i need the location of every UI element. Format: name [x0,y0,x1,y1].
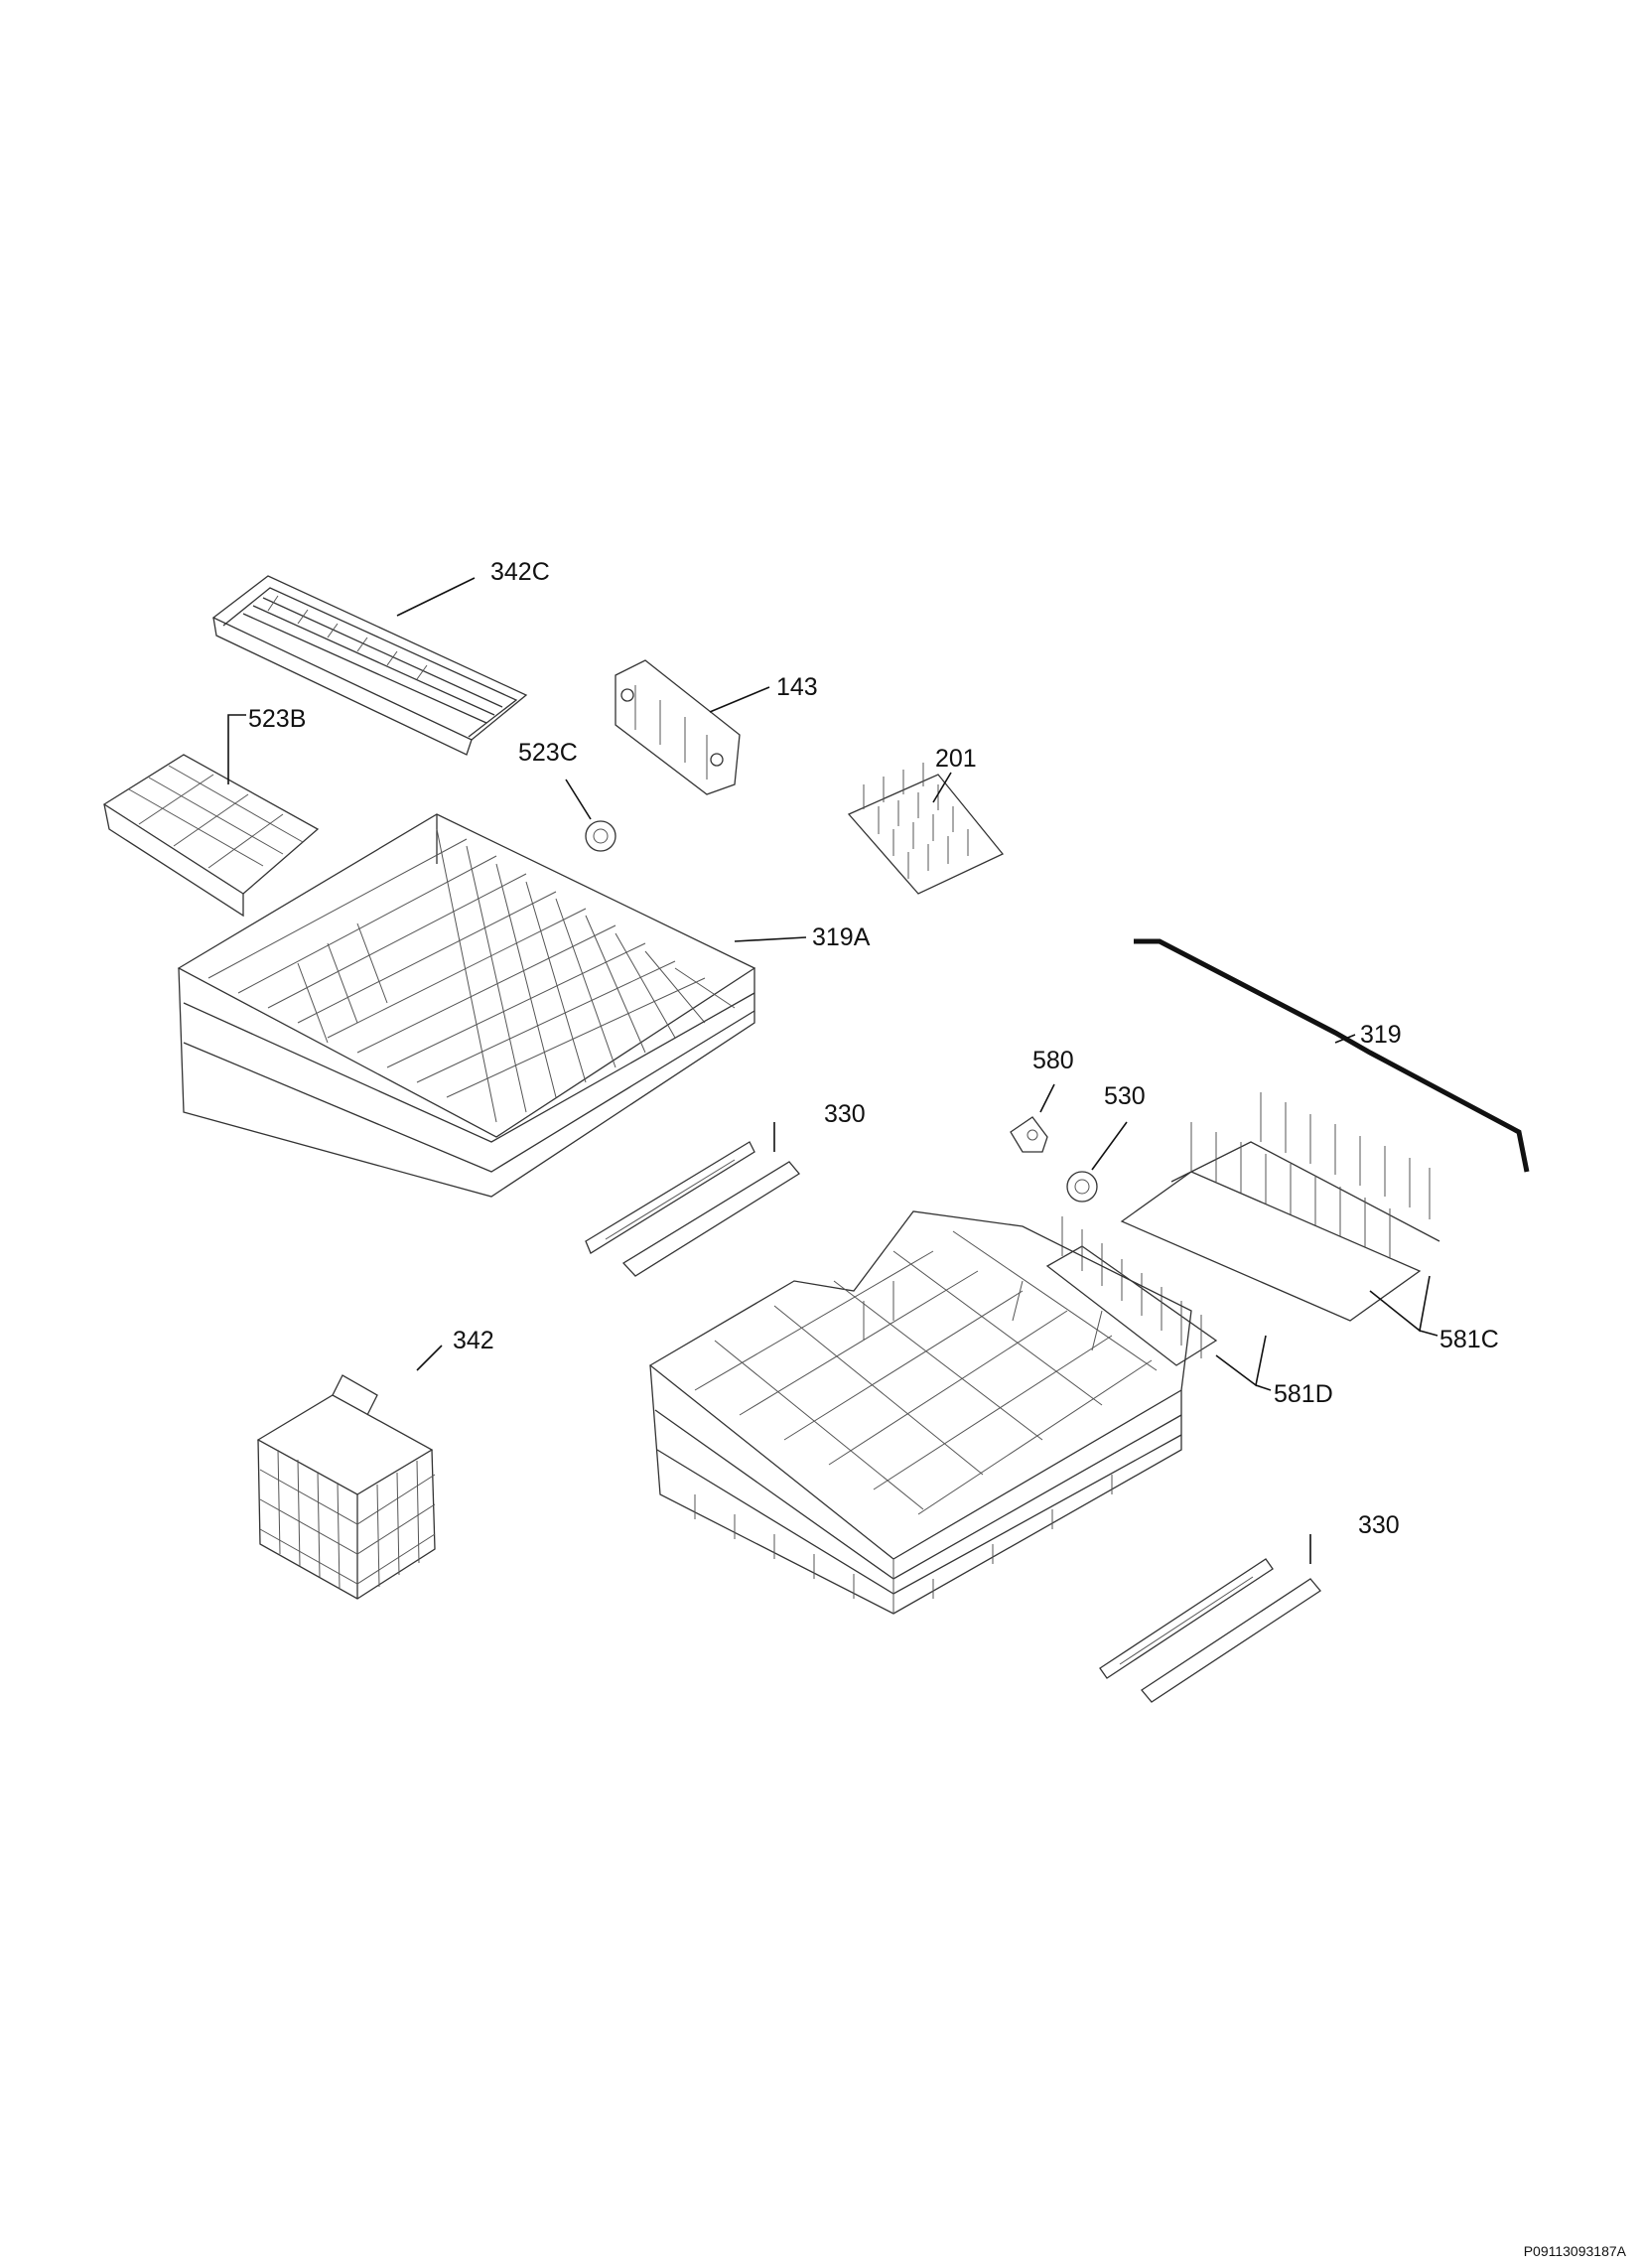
part-143-bracket [615,659,741,795]
part-330-upper-rail [585,1141,800,1277]
label-530: 530 [1104,1082,1146,1110]
label-330-lower: 330 [1358,1511,1400,1539]
label-319a: 319A [812,923,871,951]
part-330-lower-rail [1099,1558,1321,1703]
leader-581c-end [1419,1330,1438,1337]
leader-523c [565,779,592,820]
label-523c: 523C [518,739,578,767]
part-342c-cutlery-tray [211,575,528,756]
leader-319a [734,936,807,942]
leader-581d-end [1255,1384,1272,1391]
label-201: 201 [935,745,977,773]
leader-342 [416,1345,443,1371]
part-319-rail [1134,938,1530,1173]
part-201-tine-insert [847,763,1005,895]
part-lower-basket [648,1210,1192,1615]
part-580-clip [1010,1116,1048,1153]
leader-319 [1334,1034,1356,1044]
label-580: 580 [1032,1047,1074,1074]
label-143: 143 [776,673,818,701]
leader-581d [1215,1335,1267,1387]
label-523b: 523B [248,705,306,733]
label-342: 342 [453,1327,494,1354]
leader-523b [227,714,246,784]
part-581d-tines [1045,1216,1218,1366]
label-581c: 581C [1439,1326,1499,1353]
label-342c: 342C [490,558,550,586]
leader-530 [1091,1121,1128,1171]
part-581c-tines [1120,1092,1440,1322]
part-319a-upper-basket [177,813,756,1198]
leader-342c [396,577,476,617]
part-523b-insert [102,754,320,918]
label-330-upper: 330 [824,1100,866,1128]
leader-580 [1039,1083,1055,1113]
leader-581c [1369,1275,1431,1333]
part-342-cutlery-basket [256,1374,436,1600]
part-523c-wheel [585,820,616,852]
part-530-wheel [1066,1171,1098,1203]
leader-201 [932,772,952,803]
label-319: 319 [1360,1021,1402,1049]
document-code: P09113093187A [1524,2243,1627,2259]
leader-143 [709,686,770,713]
label-581d: 581D [1274,1380,1333,1408]
